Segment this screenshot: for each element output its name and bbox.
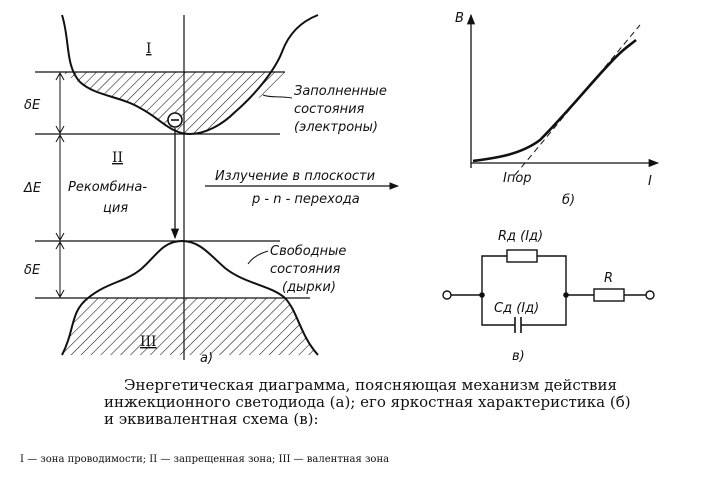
cd-label: Cд (Iд) xyxy=(494,301,539,316)
sublabel-a: а) xyxy=(200,351,213,366)
sublabel-v: в) xyxy=(512,349,525,364)
r-label: R xyxy=(604,271,613,286)
emission-label-2: p - n - перехода xyxy=(251,192,360,207)
recombination-label-2: ция xyxy=(103,201,128,216)
axis-y-label: B xyxy=(455,11,464,26)
delta-big-label: ΔE xyxy=(23,181,42,196)
delta-e-bottom-label: δE xyxy=(24,263,41,278)
conduction-band-edge xyxy=(61,14,319,136)
terminal-right xyxy=(645,290,655,300)
zone-legend: I — зона проводимости; II — запрещенная … xyxy=(20,454,390,465)
axis-x-label: I xyxy=(648,174,652,189)
recombination-label-1: Рекомбина- xyxy=(68,180,147,195)
free-states-leader xyxy=(247,250,269,265)
band-diagram: I II III δE ΔE δE Рекомбина- ция Заполне… xyxy=(23,14,399,366)
terminal-left xyxy=(442,290,452,300)
sublabel-b: б) xyxy=(562,193,575,208)
free-states-label-1: Свободные xyxy=(270,244,346,259)
delta-e-top-label: δE xyxy=(24,98,41,113)
free-states-label-2: состояния xyxy=(270,262,341,277)
brightness-characteristic: B I Iпор б) xyxy=(455,11,660,208)
caption-line-3: и эквивалентная схема (в): xyxy=(104,410,319,428)
caption-line-1: Энергетическая диаграмма, поясняющая мех… xyxy=(124,376,617,394)
free-states-label-3: (дырки) xyxy=(282,280,336,295)
resistor-r xyxy=(593,288,625,302)
zone-I-label: I xyxy=(146,41,152,57)
filled-states-label-2: состояния xyxy=(294,102,365,117)
brightness-curve xyxy=(472,39,637,163)
zone-II-label: II xyxy=(112,150,123,166)
filled-states-label-1: Заполненные xyxy=(294,84,387,99)
valence-hatched-region xyxy=(62,298,318,355)
extrapolation-line xyxy=(514,24,641,176)
threshold-label: Iпор xyxy=(503,171,532,186)
filled-states-leader xyxy=(262,94,293,99)
resistor-rd xyxy=(506,249,538,263)
equivalent-circuit: Rд (Iд) Cд (Iд) R в) xyxy=(442,229,655,364)
filled-states-label-3: (электроны) xyxy=(294,120,378,135)
figure-caption: Энергетическая диаграмма, поясняющая мех… xyxy=(104,377,664,428)
zone-III-label: III xyxy=(140,334,157,350)
rd-label: Rд (Iд) xyxy=(498,229,543,244)
emission-label-1: Излучение в плоскости xyxy=(215,169,375,184)
filled-states-region xyxy=(62,72,288,134)
caption-line-2: инжекционного светодиода (а); его яркост… xyxy=(104,393,631,411)
